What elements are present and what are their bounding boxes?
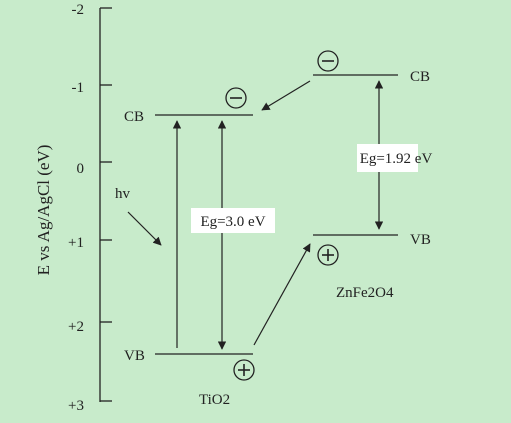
tio2-cb-label: CB xyxy=(124,109,144,125)
hole-icon xyxy=(317,244,339,266)
axis-tick-label: +3 xyxy=(68,398,84,414)
axis-tick-label: +2 xyxy=(68,319,84,335)
hole-transfer-arrow xyxy=(253,243,311,346)
light-arrow xyxy=(127,211,162,246)
hole-icon xyxy=(233,359,255,381)
znfe2o4-cb-label: CB xyxy=(410,69,430,85)
znfe2o4-gap-label-box xyxy=(357,144,418,172)
axis-tick-label: -2 xyxy=(72,2,85,18)
electron-icon xyxy=(225,87,247,109)
znfe2o4-gap-label: Eg=1.92 eV xyxy=(360,151,433,167)
znfe2o4-vb-label: VB xyxy=(410,232,431,248)
tio2-name: TiO2 xyxy=(199,392,230,408)
axis-title: E vs Ag/AgCl (eV) xyxy=(34,145,53,276)
tio2-vb-label: VB xyxy=(124,348,145,364)
axis-tick-label: 0 xyxy=(77,161,85,177)
axis-tick-label: +1 xyxy=(68,235,84,251)
znfe2o4-name: ZnFe2O4 xyxy=(336,285,394,301)
light-label: hv xyxy=(115,186,131,202)
electron-transfer-arrow xyxy=(261,80,311,111)
axis-tick-label: -1 xyxy=(72,80,85,96)
tio2-gap-label: Eg=3.0 eV xyxy=(200,214,265,230)
electron-icon xyxy=(317,50,339,72)
tio2-gap-label-box xyxy=(191,208,275,233)
